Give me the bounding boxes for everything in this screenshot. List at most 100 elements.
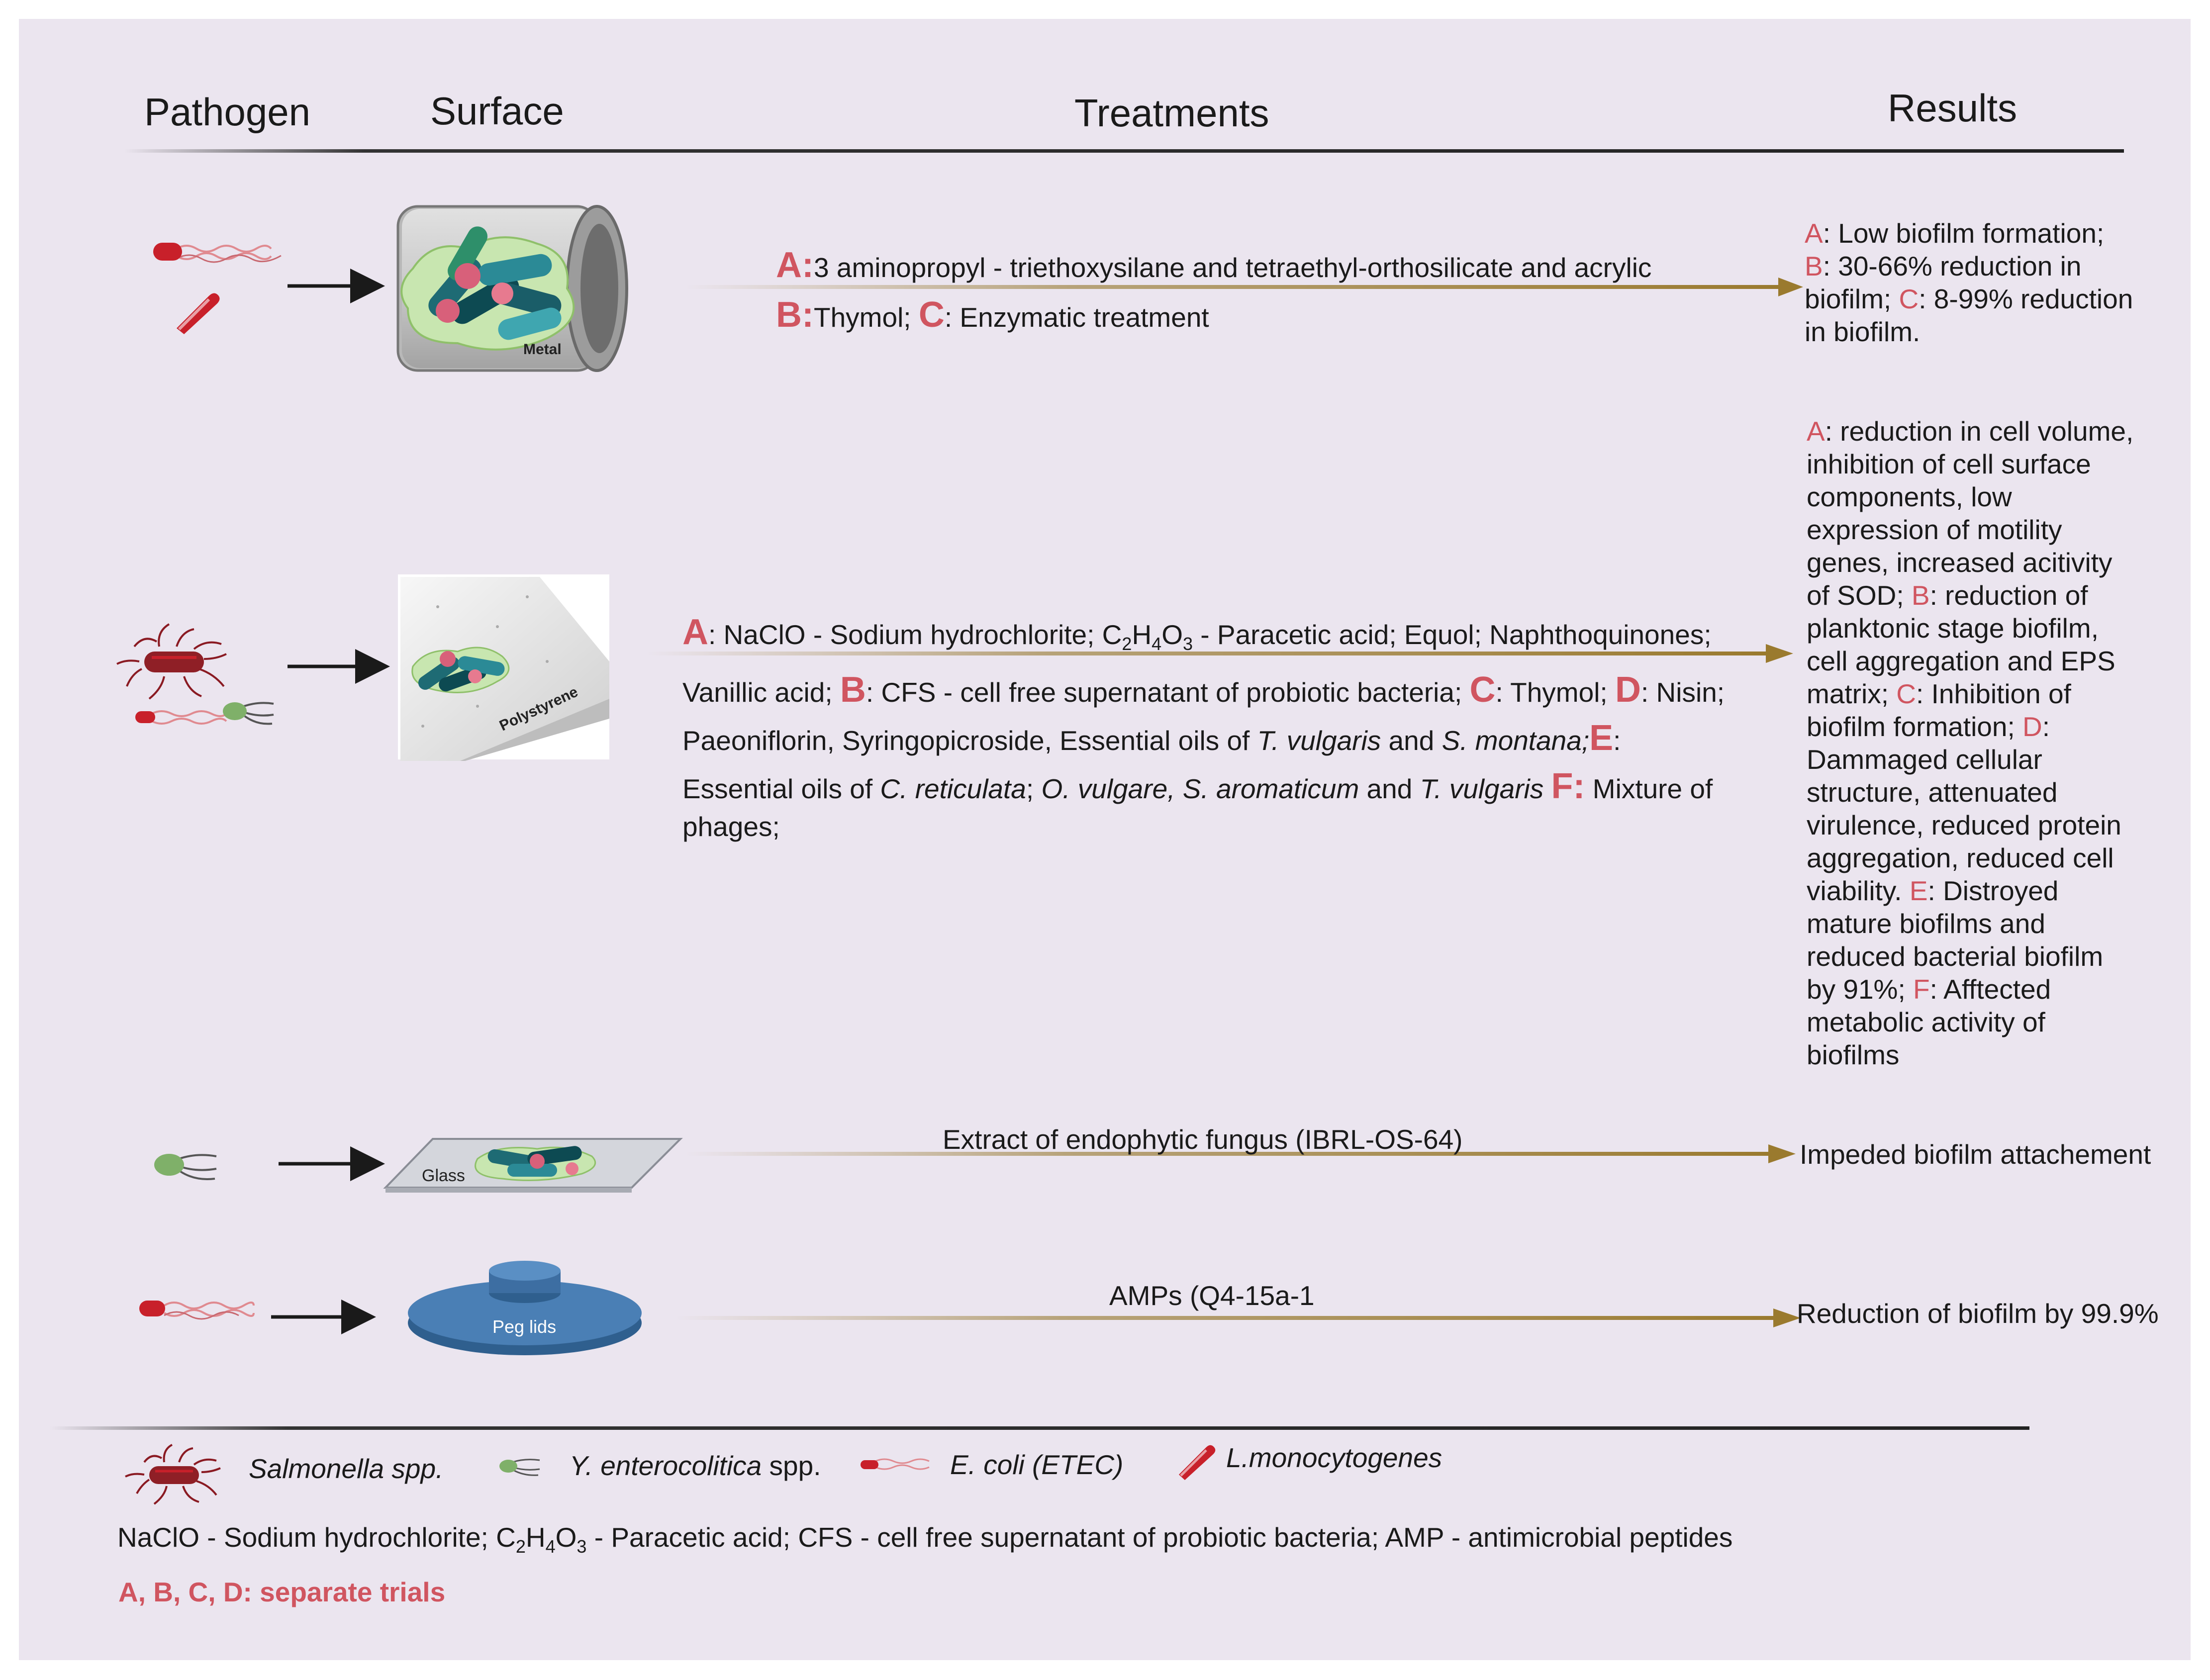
row2-line3-tv: T. vulgaris (1257, 725, 1381, 756)
row2-res-l2: inhibition of cell surface (1807, 449, 2091, 479)
row2-line4a: Essential oils of (682, 773, 880, 804)
polystyrene-surface-icon: Polystyrene (398, 574, 609, 761)
row2-line4-and: and (1359, 773, 1420, 804)
footnote-t1: NaClO - Sodium hydrochlorite; C (117, 1522, 516, 1553)
row2-res-l15b: : Distroyed (1927, 875, 2059, 906)
row2-res-l17: reduced bacterial biofilm (1807, 941, 2104, 972)
header-pathogen: Pathogen (144, 90, 310, 134)
row2-treat-d-text: : Nisin; (1640, 677, 1725, 708)
row2-results: A: reduction in cell volume, inhibition … (1807, 415, 2195, 1071)
row1-pathogen-listeria-icon (177, 293, 220, 334)
row2-res-l20: biofilms (1807, 1039, 1900, 1070)
row2-res-e-label: E (1909, 875, 1928, 906)
row4-gold-arrow (676, 1316, 1776, 1320)
row2-line4-ov: O. vulgare, S. aromaticum (1041, 773, 1359, 804)
row2-res-f-label: F (1913, 974, 1930, 1005)
row1-treat-a-label: A: (776, 245, 814, 285)
row2-treat-f-text: Mixture of (1585, 773, 1713, 804)
row1-results: A: Low biofilm formation; B: 30-66% redu… (1805, 217, 2193, 348)
row1-treat-c-text: : Enzymatic treatment (944, 302, 1209, 333)
row2-res-l3: components, low (1807, 481, 2012, 512)
row1-pathogen-ecoli-icon (153, 243, 282, 263)
glass-label: Glass (422, 1166, 465, 1185)
row1-res-b-text2: biofilm; (1805, 283, 1892, 314)
legend-salmonella-icon (125, 1444, 221, 1505)
footnote-abbreviations: NaClO - Sodium hydrochlorite; C2H4O3 - P… (117, 1521, 1732, 1563)
row2-res-l6a: of SOD; (1807, 580, 1912, 611)
row4-treatment: AMPs (Q4-15a-1 (1109, 1280, 1315, 1311)
row2-res-l19: metabolic activity of (1807, 1007, 2045, 1037)
peg-lids-surface-icon: Peg lids (408, 1261, 642, 1355)
row2-res-l7: planktonic stage biofilm, (1807, 613, 2099, 644)
row2-res-b-label: B (1911, 580, 1930, 611)
row2-res-l9a: matrix; (1807, 678, 1897, 709)
row2-res-l5: genes, increased acitivity (1807, 547, 2113, 578)
row2-res-l18a: by 91%; (1807, 974, 1914, 1005)
row2-treat-f-label: F: (1551, 766, 1585, 806)
row2-res-l6b: : reduction of (1929, 580, 2088, 611)
row2-line4-cr: C. reticulata (880, 773, 1026, 804)
legend-listeria-text: L.monocytogenes (1226, 1442, 1442, 1473)
legend-listeria-label: L.monocytogenes (1226, 1441, 1442, 1474)
row2-sub3: 3 (1182, 634, 1193, 654)
legend-ecoli-label: E. coli (ETEC) (950, 1448, 1123, 1481)
row2-treat-a-label: A (682, 612, 708, 652)
legend-salmonella-text: Salmonella spp. (249, 1453, 444, 1484)
row2-treat-e-label: E (1589, 718, 1614, 758)
row1-treat-a-text: 3 aminopropyl - triethoxysilane and tetr… (813, 252, 1652, 283)
row2-res-a-label: A (1807, 416, 1825, 447)
legend-salmonella-label: Salmonella spp. (249, 1452, 443, 1485)
footnote-s2: 4 (545, 1536, 556, 1557)
header-results: Results (1888, 86, 2018, 130)
footnote-separate-trials: A, B, C, D: separate trials (118, 1577, 446, 1607)
header-surface: Surface (430, 89, 564, 133)
row2-line3-sm: S. montana; (1441, 725, 1590, 756)
row4-result: Reduction of biofilm by 99.9% (1797, 1298, 2159, 1329)
row1-treat-b-text: Thymol; (813, 302, 911, 333)
row3-pathogen-yersinia-icon (154, 1154, 217, 1180)
glass-surface-icon: Glass (383, 1138, 683, 1193)
row2-treat-a-text3: O (1161, 619, 1183, 650)
row2-treat-b-label: B (840, 670, 866, 710)
row2-res-l4: expression of motility (1807, 514, 2062, 545)
row1-treatment-line2: B:Thymol; C: Enzymatic treatment (776, 295, 1209, 335)
row2-treat-d-label: D (1615, 670, 1641, 710)
row2-line2a: Vanillic acid; (682, 677, 840, 708)
footnote-s1: 2 (515, 1536, 526, 1557)
row1-treat-b-label: B: (776, 295, 814, 335)
row3-result: Impeded biofilm attachement (1800, 1139, 2151, 1170)
row1-res-c-text: : 8-99% reduction (1919, 283, 2133, 314)
row2-line3-and: and (1381, 725, 1442, 756)
row2-res-l12: structure, attenuated (1807, 777, 2058, 808)
row2-treat-b-text: : CFS - cell free supernatant of probiot… (865, 677, 1470, 708)
row1-res-c-label: C (1899, 283, 1919, 314)
row2-res-l18b: : Afftected (1929, 974, 2051, 1005)
row2-res-c-label: C (1896, 678, 1917, 709)
row2-res-l16: mature biofilms and (1807, 908, 2045, 939)
row2-treat-e-colon: : (1613, 725, 1621, 756)
metal-label: Metal (523, 341, 562, 358)
footnote-s3: 3 (577, 1536, 587, 1557)
footnote-t3: O (555, 1522, 577, 1553)
header-divider (124, 149, 2124, 153)
row1-res-a-text: : Low biofilm formation; (1823, 218, 2105, 249)
row2-treat-a-text4: - Paracetic acid; Equol; Naphthoquinones… (1193, 619, 1712, 650)
legend-ecoli-text: E. coli (ETEC) (950, 1449, 1124, 1480)
row1-treat-c-label: C (918, 295, 945, 335)
row2-pathogen-salmonella-icon (116, 623, 227, 700)
legend-yersinia-suffix: spp. (762, 1450, 821, 1481)
legend-yersinia-label: Y. enterocolitica spp. (570, 1449, 821, 1482)
row3-treatment: Extract of endophytic fungus (IBRL-OS-64… (943, 1124, 1463, 1155)
row2-sub1: 2 (1122, 634, 1132, 654)
peg-lids-label: Peg lids (492, 1316, 556, 1337)
row2-res-l8: cell aggregation and EPS (1807, 646, 2115, 676)
row2-treat-c-label: C (1469, 670, 1496, 710)
row2-treatments: A: NaClO - Sodium hydrochlorite; C2H4O3 … (682, 609, 1797, 841)
row1-res-b-label: B (1805, 251, 1823, 281)
legend-ecoli-icon (861, 1458, 930, 1470)
row2-pathogen-ecoli-icon (135, 710, 227, 725)
row2-res-l1: : reduction in cell volume, (1825, 416, 2134, 447)
row2-res-d-label: D (2022, 711, 2042, 742)
row2-pathogen-yersinia-icon (223, 702, 274, 725)
